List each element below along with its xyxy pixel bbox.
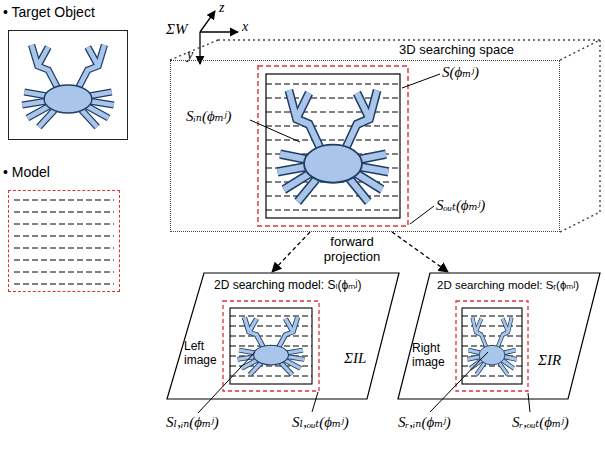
image-name: Left image <box>184 340 226 368</box>
model-line <box>266 140 400 141</box>
model-line <box>230 316 312 317</box>
crab-figure <box>278 90 389 202</box>
plane-outline <box>397 272 602 400</box>
model-line <box>266 98 400 99</box>
model-line <box>230 326 312 327</box>
projection-arrow <box>392 232 448 272</box>
model-line <box>462 376 522 377</box>
model-line <box>14 236 114 237</box>
image-plane: 2D searching model: Sᵣ(ϕₘʲ) Right image ΣI… <box>397 272 602 400</box>
model-line <box>14 212 114 213</box>
model-line <box>266 126 400 127</box>
model-line <box>14 272 114 273</box>
image-name: Right image <box>412 342 454 370</box>
heading: 2D searching model: Sₗ(ϕₘʲ) <box>214 279 362 293</box>
region-symbol: Sₗ,ₒᵤₜ(ϕₘʲ) <box>292 414 349 431</box>
model-line <box>462 326 522 327</box>
model-line <box>266 112 400 113</box>
model-line <box>14 248 114 249</box>
region-symbol: Sₒᵤₜ(ϕₘʲ) <box>436 197 485 214</box>
plane-edge <box>167 273 399 399</box>
search-space-box: 3D searching space <box>170 60 560 232</box>
heading: 2D searching model: Sᵣ(ϕₘʲ) <box>437 279 579 292</box>
projection-label: forward projection <box>316 235 388 265</box>
frame-symbol: ΣW <box>166 21 187 38</box>
model-area <box>14 194 114 288</box>
model-lines <box>14 84 522 376</box>
search-space-faces <box>170 40 600 232</box>
model-line <box>14 224 114 225</box>
model-line <box>462 336 522 337</box>
model-line <box>266 84 400 85</box>
projection-arrow <box>272 232 310 272</box>
axis-name: x <box>242 19 248 35</box>
heading: • Target Object <box>3 4 95 20</box>
frame-symbol: ΣIL <box>344 350 366 367</box>
region-symbol: Sᵣ,ᵢₙ(ϕₘʲ) <box>398 414 451 431</box>
plane-edge <box>398 273 600 399</box>
axis-name: z <box>219 0 224 16</box>
axis-name: y <box>187 47 193 63</box>
region-symbol: Sₗ,ᵢₙ(ϕₘʲ) <box>166 414 219 431</box>
world-axes <box>200 11 238 64</box>
heading: • Model <box>3 164 50 180</box>
leader-lines <box>198 74 530 413</box>
frame-symbol: ΣIR <box>538 352 561 369</box>
image-plane: 2D searching model: Sₗ(ϕₘʲ) Left image ΣIL <box>166 272 400 400</box>
model-line <box>230 376 312 377</box>
model-line <box>14 200 114 201</box>
model-line <box>14 260 114 261</box>
model-square <box>266 74 400 218</box>
model-line <box>266 196 400 197</box>
region-symbol: Sᵣ,ₒᵤₜ(ϕₘʲ) <box>512 414 569 431</box>
region-symbol: Sᵢₙ(ϕₘʲ) <box>186 108 231 125</box>
model-square <box>230 308 312 384</box>
model-outer <box>223 301 319 391</box>
model-outer <box>258 66 408 226</box>
model-square <box>462 308 522 384</box>
heading: 3D searching space <box>399 43 514 58</box>
crab-figure <box>238 317 305 374</box>
model-outer <box>456 301 528 391</box>
model-line <box>462 316 522 317</box>
model-box: • Model <box>8 190 120 292</box>
model-line <box>14 284 114 285</box>
crab-figure <box>22 45 114 127</box>
model-line <box>266 210 400 211</box>
region-symbol: S(ϕₘʲ) <box>442 64 479 81</box>
target-object-box: • Target Object <box>8 30 128 140</box>
model-line <box>230 336 312 337</box>
